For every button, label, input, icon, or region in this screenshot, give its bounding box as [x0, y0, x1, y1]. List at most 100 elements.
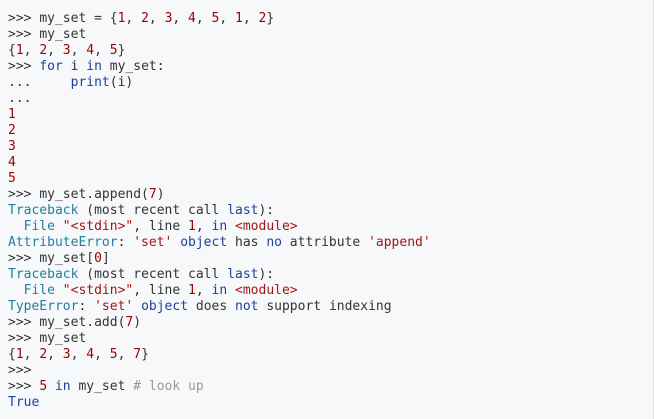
console-token-text: ,	[219, 11, 236, 26]
console-line: {1, 2, 3, 4, 5}	[8, 43, 645, 59]
console-token-number: 4	[86, 347, 95, 362]
console-token-text: ,	[148, 11, 165, 26]
console-token-text: ,	[195, 219, 212, 234]
console-token-prompt: >>>	[8, 331, 40, 346]
console-token-text	[227, 283, 235, 298]
console-token-text: }	[141, 347, 149, 362]
console-token-number: 2	[8, 123, 16, 138]
console-token-text: ,	[172, 11, 189, 26]
console-token-traceback: AttributeError	[8, 235, 118, 250]
console-line: >>> 5 in my_set # look up	[8, 379, 645, 395]
console-token-text: :	[78, 299, 95, 314]
console-token-text: (most recent call	[78, 267, 228, 282]
console-token-text: my_set[	[39, 251, 95, 266]
console-token-text: my_set:	[101, 59, 165, 74]
console-token-traceback: File	[8, 283, 63, 298]
console-token-text: does	[188, 299, 236, 314]
console-token-prompt: >>>	[8, 251, 40, 266]
console-token-text: }	[266, 11, 275, 26]
console-token-number: 3	[62, 43, 71, 58]
console-token-number: 1	[235, 11, 243, 26]
console-token-traceback: File	[8, 219, 63, 234]
console-token-keyword: True	[8, 395, 40, 410]
console-line: {1, 2, 3, 4, 5, 7}	[8, 347, 645, 363]
console-token-keyword: last	[227, 267, 259, 282]
console-line: 2	[8, 123, 645, 139]
console-token-text: my_set.append(	[39, 187, 149, 202]
console-token-keyword: in	[54, 379, 71, 394]
console-token-traceback: TypeError	[8, 299, 79, 314]
console-token-text	[133, 299, 141, 314]
console-token-number: 5	[211, 11, 220, 26]
console-token-text: ,	[23, 347, 40, 362]
console-token-number: 2	[39, 347, 48, 362]
console-token-number: 3	[8, 139, 16, 154]
console-line: >>> my_set = {1, 2, 3, 4, 5, 1, 2}	[8, 11, 645, 27]
console-token-number: 1	[188, 283, 196, 298]
console-line: Traceback (most recent call last):	[8, 267, 645, 283]
console-token-keyword: not	[235, 299, 259, 314]
console-token-prompt: >>>	[8, 27, 40, 42]
console-token-text: :	[117, 235, 134, 250]
console-token-number: 2	[141, 11, 149, 26]
console-token-text: ,	[23, 43, 40, 58]
console-line: ...	[8, 91, 645, 107]
console-token-prompt: >>>	[8, 187, 40, 202]
console-token-text: has	[227, 235, 267, 250]
console-token-keyword: for	[39, 59, 63, 74]
console-token-comment: # look up	[133, 379, 204, 394]
console-token-number: 4	[188, 11, 196, 26]
console-token-text: ):	[258, 203, 275, 218]
console-token-number: 2	[39, 43, 48, 58]
console-token-text: support indexing	[258, 299, 392, 314]
console-token-number: 5	[109, 347, 118, 362]
console-token-text: ]	[101, 251, 110, 266]
console-token-keyword: in	[86, 59, 102, 74]
console-token-number: 4	[8, 155, 16, 170]
console-line: >>> for i in my_set:	[8, 59, 645, 75]
console-line: >>> my_set	[8, 331, 645, 347]
console-token-text: }	[117, 43, 126, 58]
console-line: >>> my_set.add(7)	[8, 315, 645, 331]
console-token-text: i	[62, 59, 87, 74]
console-token-number: 5	[39, 379, 48, 394]
console-token-string: 'set'	[94, 299, 134, 314]
console-token-text: )	[133, 315, 142, 330]
console-token-prompt: >>>	[8, 379, 40, 394]
console-token-number: 3	[62, 347, 71, 362]
console-token-string: "<stdin>"	[62, 283, 134, 298]
console-token-number: 7	[133, 347, 142, 362]
console-line: >>> my_set.append(7)	[8, 187, 645, 203]
console-token-number: 1	[15, 347, 24, 362]
console-line: Traceback (most recent call last):	[8, 203, 645, 219]
console-token-text: (i)	[109, 75, 134, 90]
console-line: 5	[8, 171, 645, 187]
console-token-text: my_set	[70, 379, 134, 394]
console-token-text: ,	[94, 347, 110, 362]
console-token-text: ,	[195, 11, 212, 26]
console-token-text: my_set	[39, 331, 87, 346]
console-line: AttributeError: 'set' object has no attr…	[8, 235, 645, 251]
console-token-keyword: object	[141, 299, 189, 314]
console-token-traceback: Traceback	[8, 203, 79, 218]
console-token-string: <module>	[235, 219, 298, 234]
console-token-number: 2	[258, 11, 267, 26]
console-token-text: ,	[195, 283, 212, 298]
console-token-string: "<stdin>"	[62, 219, 134, 234]
console-line: >>> my_set[0]	[8, 251, 645, 267]
console-token-text: {	[8, 43, 16, 58]
console-token-number: 7	[148, 187, 157, 202]
console-token-text: ,	[70, 43, 87, 58]
console-token-text: ,	[125, 11, 142, 26]
console-token-keyword: last	[227, 203, 259, 218]
console-token-number: 0	[94, 251, 102, 266]
console-token-text: , line	[133, 219, 189, 234]
console-token-keyword: no	[266, 235, 282, 250]
console-token-text: (most recent call	[78, 203, 228, 218]
console-line: >>> my_set	[8, 27, 645, 43]
console-token-text: ):	[258, 267, 275, 282]
console-token-prompt: >>>	[8, 11, 40, 26]
console-token-text	[47, 379, 55, 394]
console-token-traceback: Traceback	[8, 267, 79, 282]
console-token-string: 'append'	[368, 235, 431, 250]
